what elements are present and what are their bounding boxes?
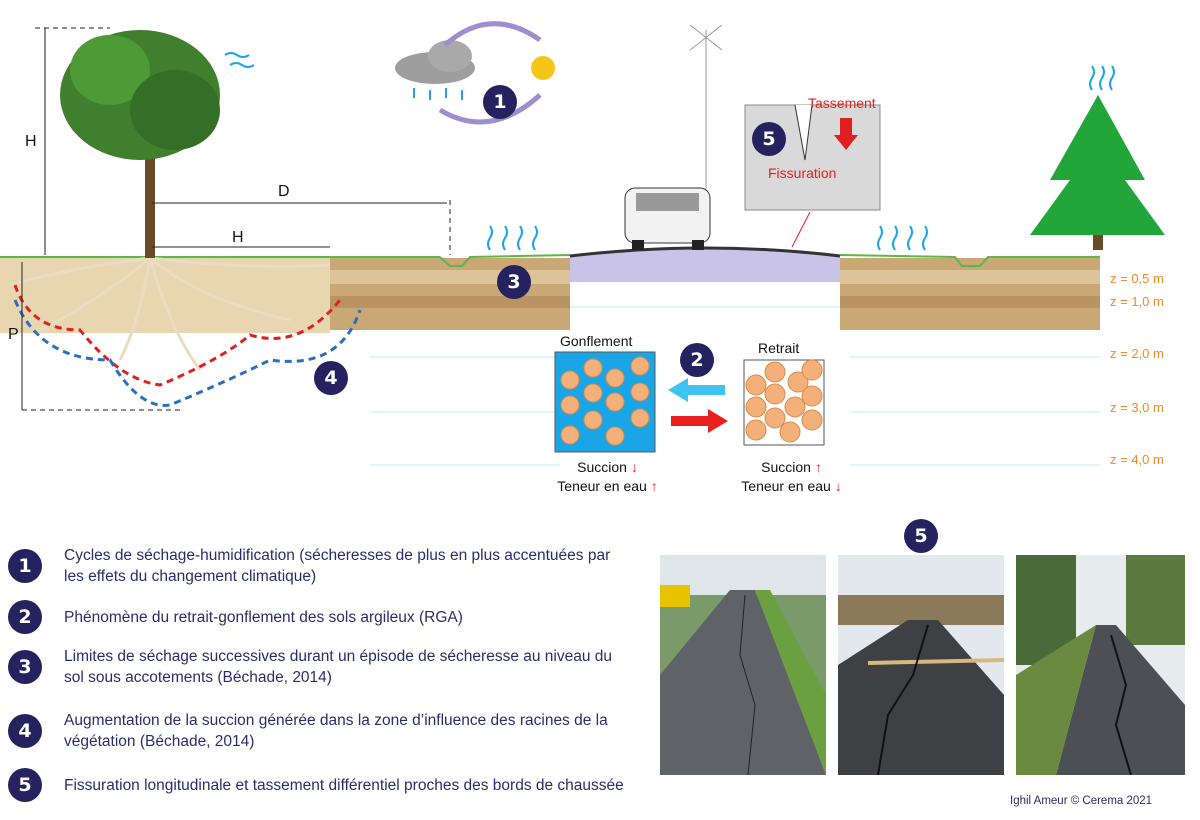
suction-label: Succion [577, 459, 627, 475]
marker-2: 2 [680, 343, 714, 377]
depth-label: z = 4,0 m [1110, 452, 1164, 467]
legend-number: 4 [8, 714, 42, 748]
shrinkage-title: Retrait [758, 340, 800, 356]
legend-number: 5 [8, 768, 42, 802]
cloud-icon [395, 40, 475, 100]
arrow-down-icon: ↓ [630, 459, 638, 475]
shrinkage-caption: Succion ↑ Teneur en eau ↓ [724, 458, 859, 496]
tree-height-label: H [25, 133, 37, 150]
legend-text: Cycles de séchage-humidification (sécher… [64, 547, 611, 585]
swelling-arrow-icon [668, 378, 725, 402]
water-content-label: Teneur en eau [741, 478, 831, 494]
evaporation-icon [224, 52, 1115, 251]
legend-text: Fissuration longitudinale et tassement d… [64, 776, 624, 794]
road-crack-photo-3 [1016, 555, 1185, 775]
legend-text: Augmentation de la succion générée dans … [64, 712, 608, 750]
legend-item-4: 4 Augmentation de la succion générée dans… [8, 710, 624, 752]
shrinkage-arrow-icon [671, 409, 728, 433]
legend-number: 2 [8, 600, 42, 634]
water-content-label: Teneur en eau [557, 478, 647, 494]
soil-cross-section-illustration [0, 21, 1165, 466]
road-crack-photo-1 [660, 555, 826, 775]
arrow-up-icon: ↑ [650, 478, 658, 494]
marker-5: 5 [752, 122, 786, 156]
root-spread-label: H [232, 229, 244, 246]
legend-number: 3 [8, 650, 42, 684]
distance-label: D [278, 183, 290, 200]
legend-text: Limites de séchage successives durant un… [64, 648, 613, 686]
deciduous-tree-icon [60, 30, 220, 258]
arrow-down-icon: ↓ [834, 478, 842, 494]
settlement-label: Tassement [808, 95, 876, 111]
root-depth-label: P [8, 326, 19, 343]
soil-layers [0, 254, 1100, 333]
marker-1: 1 [483, 85, 517, 119]
swelling-caption: Succion ↓ Teneur en eau ↑ [540, 458, 675, 496]
dimension-lines [21, 27, 451, 411]
drying-limit-blue [13, 299, 362, 407]
antenna-icon [689, 24, 723, 190]
legend-text: Phénomène du retrait-gonflement des sols… [64, 608, 463, 626]
tree-roots [9, 256, 331, 371]
swelling-title: Gonflement [560, 333, 633, 349]
depth-label: z = 2,0 m [1110, 346, 1164, 361]
depth-label: z = 0,5 m [1110, 271, 1164, 286]
legend-number: 1 [8, 549, 42, 583]
depth-label: z = 3,0 m [1110, 400, 1164, 415]
marker-3: 3 [497, 265, 531, 299]
cracking-label: Fissuration [768, 165, 837, 181]
legend-item-2: 2 Phénomène du retrait-gonflement des sol… [8, 600, 624, 634]
photos-marker: 5 [904, 519, 938, 553]
arrow-up-icon: ↑ [814, 459, 822, 475]
shrinkage-cell [743, 359, 825, 446]
drying-limit-red [13, 284, 342, 387]
swelling-cell [554, 351, 656, 453]
car-icon [624, 187, 711, 250]
legend-item-5: 5 Fissuration longitudinale et tassement … [8, 768, 624, 802]
depth-lines [370, 306, 1100, 466]
cycle-arrow-icon [443, 21, 542, 47]
pine-tree-icon [1030, 95, 1165, 250]
road-crack-photo-2 [838, 555, 1004, 775]
legend-item-1: 1 Cycles de séchage-humidification (séche… [8, 545, 624, 587]
depth-label: z = 1,0 m [1110, 294, 1164, 309]
credit: Ighil Ameur © Cerema 2021 [1010, 795, 1153, 807]
marker-4: 4 [314, 361, 348, 395]
legend-item-3: 3 Limites de séchage successives durant u… [8, 646, 624, 688]
road [569, 246, 841, 282]
suction-label: Succion [761, 459, 811, 475]
sun-icon [531, 56, 555, 80]
